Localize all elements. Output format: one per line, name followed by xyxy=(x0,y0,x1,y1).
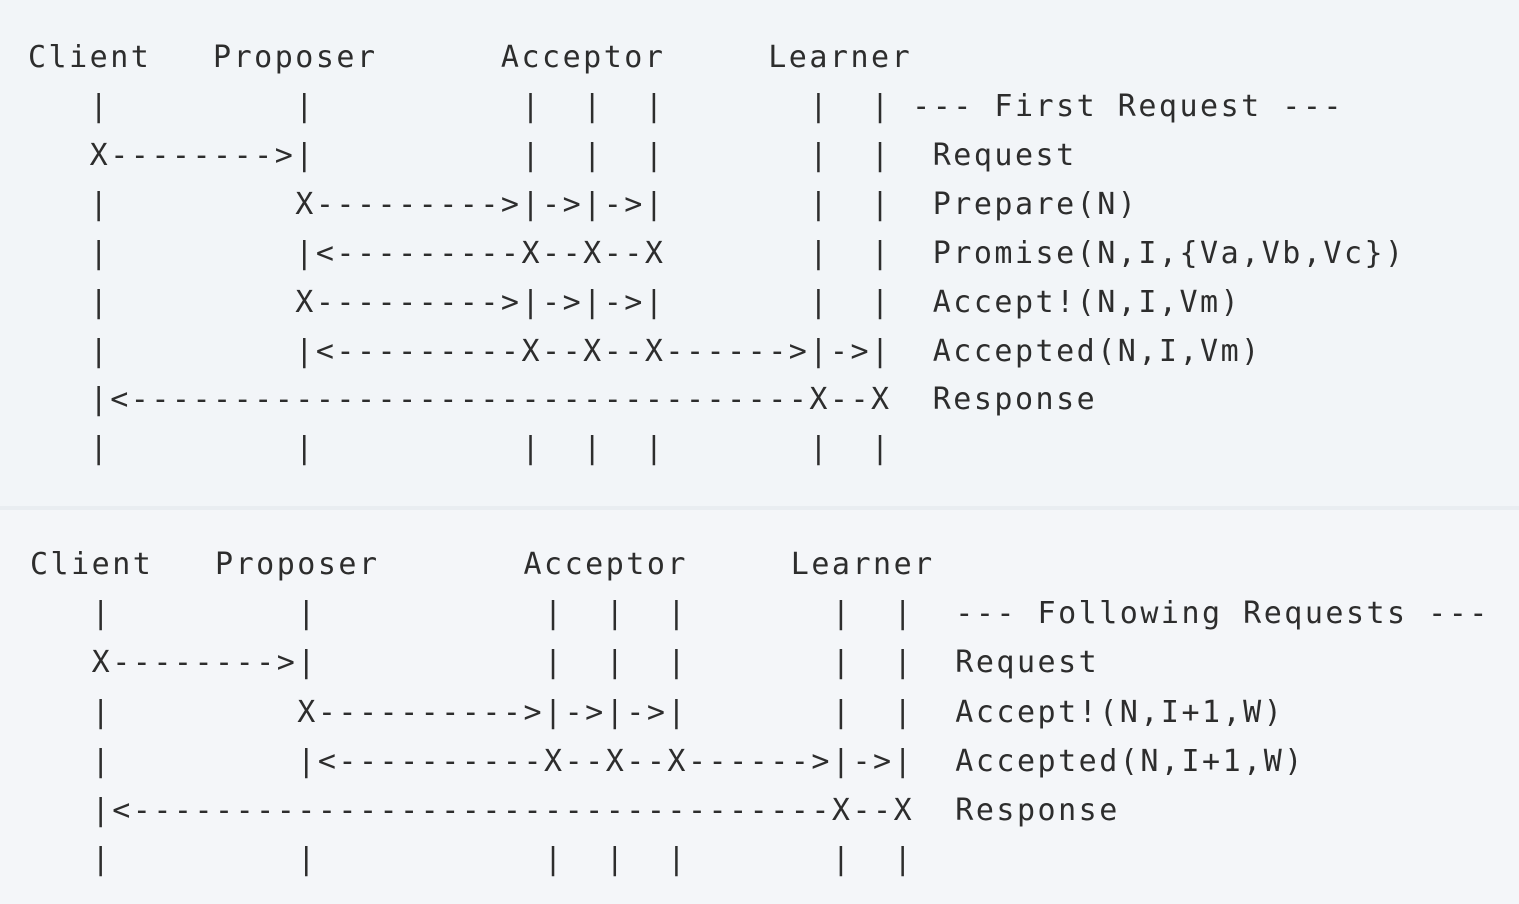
message-row-promise: | |<---------X--X--X | | Promise(N,I,{Va… xyxy=(28,236,1406,271)
message-row-request: X-------->| | | | | | Request xyxy=(28,138,1077,173)
lifeline-row-end: | | | | | | | xyxy=(30,842,915,877)
message-row-accepted: | |<---------X--X--X------>|->| Accepted… xyxy=(28,334,1262,369)
lifeline-row-end: | | | | | | | xyxy=(28,431,892,466)
first-request-diagram: Client Proposer Acceptor Learner | | | |… xyxy=(28,40,1406,466)
message-row-accepted: | |<----------X--X--X------>|->| Accepte… xyxy=(30,744,1305,779)
message-row-accept: | X---------->|->|->| | | Accept!(N,I+1,… xyxy=(30,695,1285,730)
message-row-prepare: | X--------->|->|->| | | Prepare(N) xyxy=(28,187,1139,222)
message-row-response: |<----------------------------------X--X… xyxy=(30,793,1120,828)
lifeline-row-following-requests-label: | | | | | | | --- Following Requests --- xyxy=(30,596,1490,631)
participant-header: Client Proposer Acceptor Learner xyxy=(30,547,935,582)
message-row-request: X-------->| | | | | | Request xyxy=(30,645,1100,680)
following-requests-diagram: Client Proposer Acceptor Learner | | | |… xyxy=(0,510,1519,904)
message-row-response: |<---------------------------------X--X … xyxy=(28,382,1098,417)
message-row-accept: | X--------->|->|->| | | Accept!(N,I,Vm) xyxy=(28,285,1242,320)
participant-header: Client Proposer Acceptor Learner xyxy=(28,40,913,75)
diagram-divider xyxy=(0,506,1519,510)
lifeline-row-first-request-label: | | | | | | | --- First Request --- xyxy=(28,89,1344,124)
